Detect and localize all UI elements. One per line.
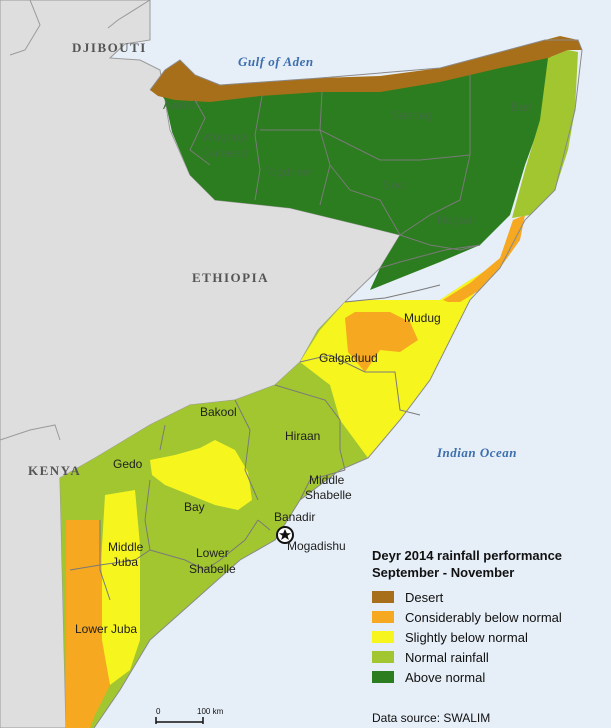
legend-swatch-above bbox=[372, 671, 394, 683]
scale-bar: 0 100 km bbox=[155, 707, 224, 724]
legend-label-slightly-below: Slightly below normal bbox=[405, 630, 528, 645]
djibouti-border bbox=[9, 0, 41, 56]
region-label-galbeed: Galbeed bbox=[202, 146, 247, 160]
region-label-lower-shabelle-2: Shabelle bbox=[189, 562, 236, 576]
zone-slightly-below-central bbox=[300, 268, 490, 458]
scale-label-distance: 100 km bbox=[197, 707, 224, 716]
zone-above-north bbox=[158, 50, 555, 290]
region-label-middle-juba-2: Juba bbox=[112, 555, 138, 569]
region-label-gedo: Gedo bbox=[113, 457, 143, 471]
region-label-hiraan: Hiraan bbox=[285, 429, 320, 443]
region-label-middle-juba: Middle bbox=[108, 540, 144, 554]
region-label-mudug: Mudug bbox=[404, 311, 441, 325]
legend-label-considerably-below: Considerably below normal bbox=[405, 610, 562, 625]
eritrea-border bbox=[107, 0, 151, 29]
region-label-sanaag: Sanaag bbox=[391, 108, 432, 122]
legend-title-line2: September - November bbox=[372, 565, 514, 580]
country-label-djibouti: DJIBOUTI bbox=[72, 40, 147, 55]
legend: Deyr 2014 rainfall performance September… bbox=[372, 548, 562, 685]
legend-label-normal: Normal rainfall bbox=[405, 650, 489, 665]
region-label-bari: Bari bbox=[511, 100, 532, 114]
capital-label-mogadishu: Mogadishu bbox=[287, 539, 346, 553]
somalia-coastline bbox=[93, 39, 583, 728]
zone-considerably-below-sw bbox=[66, 520, 110, 728]
zone-slightly-below-juba bbox=[100, 490, 140, 685]
region-label-bakool: Bakool bbox=[200, 405, 237, 419]
region-label-middle-shabelle: Middle bbox=[309, 473, 345, 487]
zone-considerably-below-mudug bbox=[345, 312, 418, 372]
star-circle-icon bbox=[276, 526, 294, 544]
region-label-lower-shabelle: Lower bbox=[196, 546, 229, 560]
region-label-awdal: Awdal bbox=[163, 98, 195, 112]
kenya-border bbox=[0, 424, 61, 441]
region-boundaries bbox=[69, 75, 481, 601]
sea-label-gulf-of-aden: Gulf of Aden bbox=[238, 54, 314, 69]
country-label-ethiopia: ETHIOPIA bbox=[192, 270, 269, 285]
region-label-middle-shabelle-2: Shabelle bbox=[305, 488, 352, 502]
legend-swatch-desert bbox=[372, 591, 394, 603]
legend-label-desert: Desert bbox=[405, 590, 444, 605]
region-label-woqooyi: Woqooyi bbox=[202, 130, 248, 144]
zone-slightly-below-bay bbox=[150, 440, 252, 510]
scale-label-zero: 0 bbox=[156, 707, 161, 716]
country-label-kenya: KENYA bbox=[28, 463, 81, 478]
legend-swatch-considerably-below bbox=[372, 611, 394, 623]
region-label-nugaal: Nugaal bbox=[437, 213, 475, 227]
zone-desert-coast bbox=[150, 36, 582, 102]
sea-label-indian-ocean: Indian Ocean bbox=[436, 445, 517, 460]
legend-title-line1: Deyr 2014 rainfall performance bbox=[372, 548, 562, 563]
region-label-sool: Sool bbox=[383, 178, 407, 192]
region-label-togdheer: Togdheer bbox=[264, 165, 314, 179]
region-label-banadir: Banadir bbox=[274, 510, 315, 524]
legend-swatch-normal bbox=[372, 651, 394, 663]
region-label-bay: Bay bbox=[184, 500, 205, 514]
region-label-lower-juba: Lower Juba bbox=[75, 622, 137, 636]
legend-label-above: Above normal bbox=[405, 670, 485, 685]
region-label-galgaduud: Galgaduud bbox=[319, 351, 378, 365]
zone-normal-ne bbox=[512, 50, 578, 218]
data-source: Data source: SWALIM bbox=[372, 711, 490, 725]
legend-swatch-slightly-below bbox=[372, 631, 394, 643]
